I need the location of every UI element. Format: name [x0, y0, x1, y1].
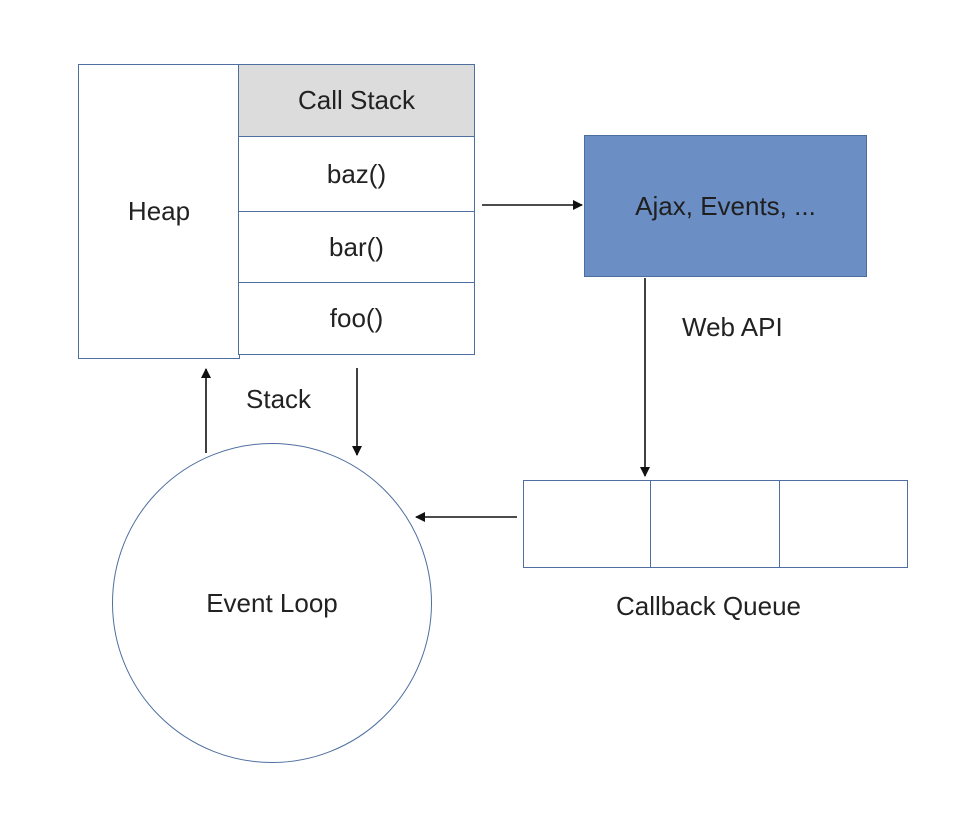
stack-caption: Stack [246, 384, 312, 414]
stack-frame-baz: baz() [238, 136, 475, 212]
callback-queue-caption: Callback Queue [616, 591, 801, 621]
queue-slot [650, 480, 780, 568]
heap-box: Heap [78, 64, 240, 359]
queue-slot [779, 480, 908, 568]
web-api-box: Ajax, Events, ... [584, 135, 867, 277]
call-stack: Call Stack baz() bar() foo() [238, 64, 475, 355]
callback-queue [523, 480, 908, 568]
event-loop-label: Event Loop [206, 587, 338, 618]
web-api-caption: Web API [682, 312, 783, 342]
queue-slot [523, 480, 651, 568]
event-loop-circle: Event Loop [112, 443, 432, 763]
stack-frame-bar: bar() [238, 211, 475, 283]
stack-frame-foo: foo() [238, 282, 475, 355]
heap-label: Heap [127, 196, 191, 226]
